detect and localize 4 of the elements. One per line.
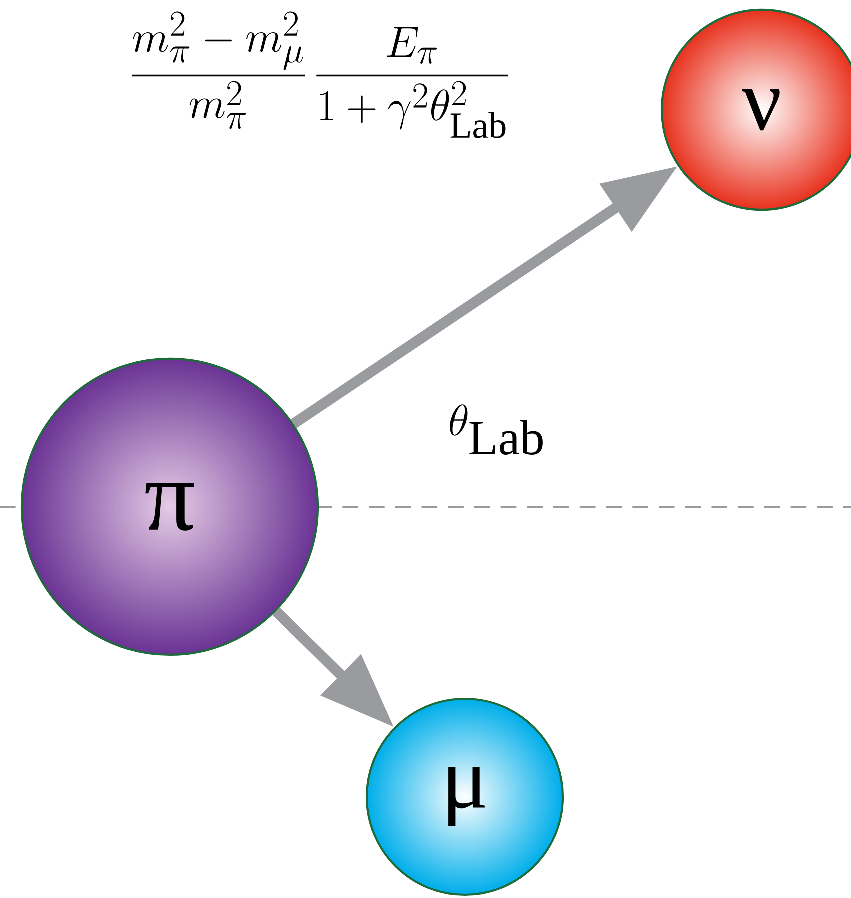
particle-ball: μ [366,698,564,896]
angle-label: $\theta_{\mathrm{Lab}}$ [450,404,543,455]
formula: $\frac{m_\pi^2 - m_\mu^2}{m_\pi^2}\,\frac{E_\pi}{1+\gamma^2\theta_{\mathrm{Lab}}^2}$ [132,12,508,138]
particle-ball: π [20,358,320,656]
